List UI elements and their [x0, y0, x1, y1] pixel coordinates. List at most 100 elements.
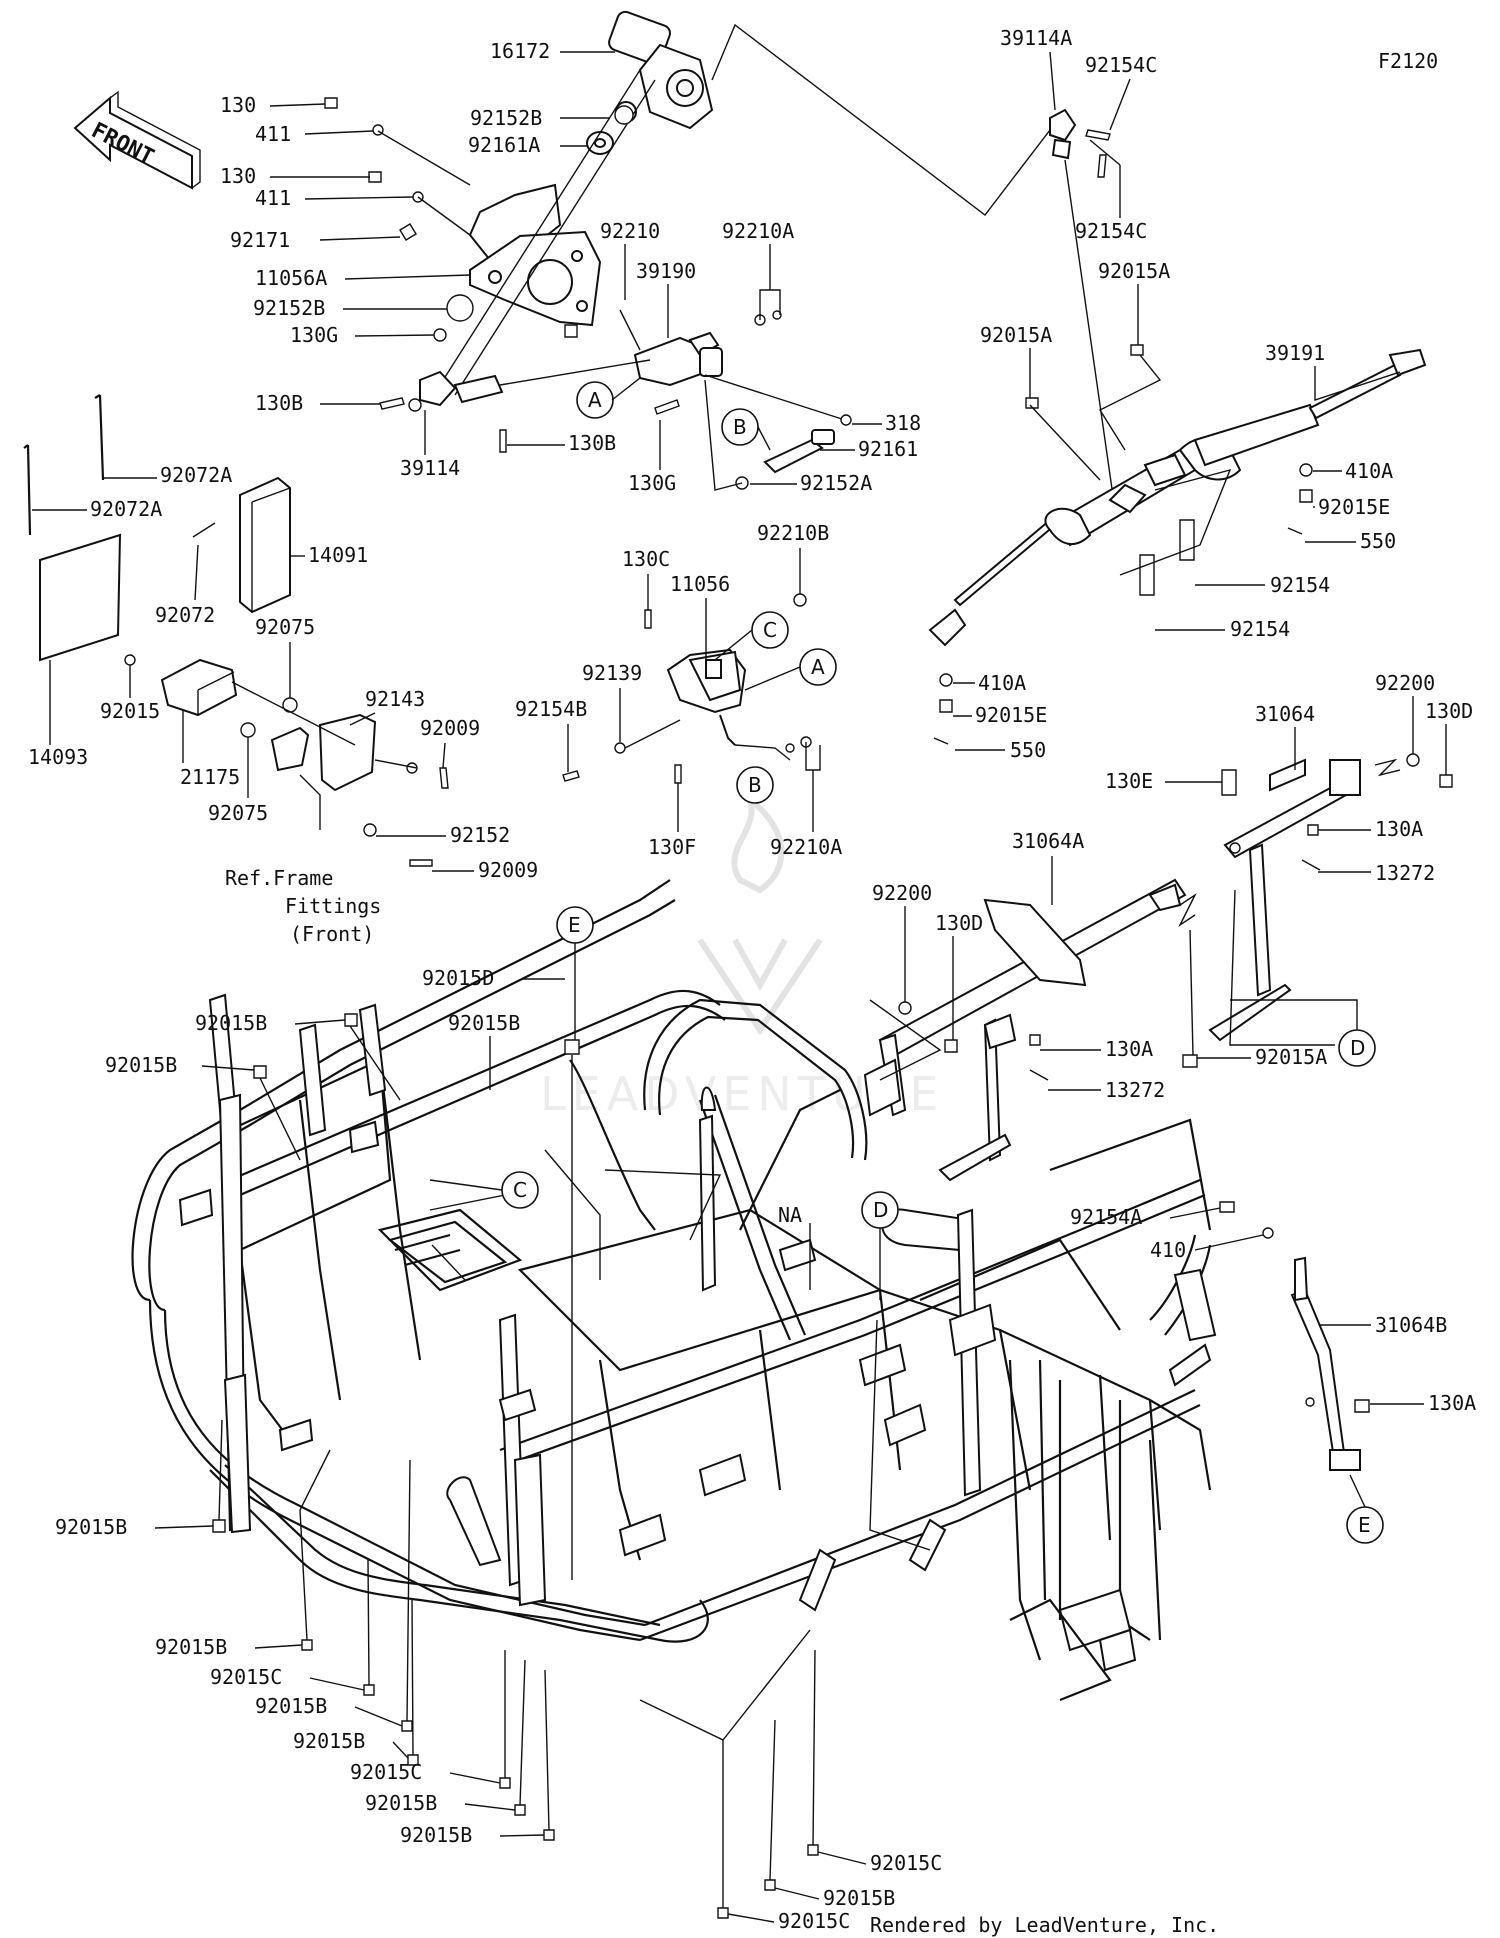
label-92009-b: 92009 [478, 858, 538, 882]
label-92152b-a: 92152B [470, 106, 542, 130]
leader-e2-callout [1349, 1474, 1366, 1508]
steering-motor-assembly [586, 10, 714, 155]
frame-leaders [218, 1025, 931, 1908]
label-92210a-a: 92210A [722, 219, 794, 243]
callout-c-1: C [751, 611, 789, 649]
label-92015c-d: 92015C [778, 1909, 850, 1933]
washer-318 [840, 414, 852, 426]
label-410a-b: 410A [978, 671, 1026, 695]
cross-member-31064 [1208, 758, 1361, 1042]
rack-leader-2 [1098, 354, 1162, 451]
label-92072: 92072 [155, 603, 215, 627]
ref-frame-note: Ref.Frame Fittings (Front) [225, 866, 381, 946]
label-92200-a: 92200 [1375, 671, 1435, 695]
label-410a-a: 410A [1345, 459, 1393, 483]
leader-a-callout [611, 377, 641, 401]
label-39114a: 39114A [1000, 26, 1072, 50]
svg-text:Fittings: Fittings [285, 894, 381, 918]
label-13272-a: 13272 [1375, 861, 1435, 885]
callout-e-1: E [556, 906, 594, 944]
label-92015b-b: 92015B [448, 1011, 520, 1035]
label-130a-c: 130A [1428, 1391, 1476, 1415]
link-92152a [704, 379, 743, 491]
label-130a-a: 130A [1375, 817, 1423, 841]
label-92075-b: 92075 [208, 801, 268, 825]
svg-text:D: D [1350, 1036, 1365, 1060]
steering-rack-assembly [928, 348, 1427, 647]
bracket-31064b [1219, 1201, 1370, 1471]
label-16172: 16172 [490, 39, 550, 63]
label-92015a-c: 92015A [1255, 1045, 1327, 1069]
label-411-a: 411 [255, 122, 291, 146]
leader-92200 [869, 999, 942, 1081]
label-92143: 92143 [365, 687, 425, 711]
leader-d-right [1229, 889, 1335, 1046]
label-92200-b: 92200 [872, 881, 932, 905]
label-39191: 39191 [1265, 341, 1325, 365]
label-92154a: 92154A [1070, 1205, 1142, 1229]
ref-frame-leader [299, 774, 321, 830]
svg-text:D: D [873, 1198, 888, 1222]
label-130g-b: 130G [628, 471, 676, 495]
svg-text:B: B [733, 415, 747, 439]
label-130e: 130E [1105, 769, 1153, 793]
ecu-box-14091 [239, 476, 291, 614]
callout-d-2: D [861, 1191, 899, 1229]
label-130c: 130C [622, 547, 670, 571]
rack-leader-1 [1029, 404, 1101, 481]
label-130g-a: 130G [290, 323, 338, 347]
svg-text:A: A [588, 388, 602, 412]
column-shaft-line [439, 69, 641, 386]
label-92015d: 92015D [422, 966, 494, 990]
svg-text:E: E [1358, 1513, 1371, 1537]
label-92152b-b: 92152B [253, 296, 325, 320]
label-92154-a: 92154 [1270, 573, 1330, 597]
label-92210: 92210 [600, 219, 660, 243]
label-39190: 39190 [636, 259, 696, 283]
svg-text:Ref.Frame: Ref.Frame [225, 866, 333, 890]
label-92015b-h: 92015B [365, 1791, 437, 1815]
callout-b-1: B [721, 408, 759, 446]
label-130b-a: 130B [255, 391, 303, 415]
break-mark-2 [1178, 892, 1197, 928]
label-92171: 92171 [230, 228, 290, 252]
label-130b-b: 130B [568, 431, 616, 455]
label-130-a: 130 [220, 93, 256, 117]
label-92154-b: 92154 [1230, 617, 1290, 641]
steering-joint-39114a [1049, 108, 1111, 178]
label-318: 318 [885, 411, 921, 435]
cover-panel-14093 [39, 533, 122, 662]
label-92161a: 92161A [468, 133, 540, 157]
bolts-column [324, 97, 782, 453]
part-labels: 16172 130 411 92152B 92161A 130 411 9217… [28, 26, 1476, 1933]
main-frame [131, 879, 1217, 1702]
label-92015b-e: 92015B [155, 1635, 227, 1659]
steering-gearbox-39190 [633, 331, 723, 387]
leader-motor-to-39114a [711, 23, 1051, 216]
label-92161: 92161 [858, 437, 918, 461]
label-14091: 14091 [308, 543, 368, 567]
leader-d-callout [1230, 999, 1358, 1030]
label-92154b: 92154B [515, 697, 587, 721]
label-92154c-b: 92154C [1075, 219, 1147, 243]
rack-fasteners [933, 344, 1313, 745]
rack-input-shaft-line [1064, 159, 1116, 511]
label-39114: 39114 [400, 456, 460, 480]
label-92072a-b: 92072A [90, 497, 162, 521]
label-92075-a: 92075 [255, 615, 315, 639]
svg-text:(Front): (Front) [290, 922, 374, 946]
label-92072a-a: 92072A [160, 463, 232, 487]
label-92015c-c: 92015C [870, 1851, 942, 1875]
credit-text: Rendered by LeadVenture, Inc. [870, 1913, 1219, 1937]
label-na: NA [778, 1203, 802, 1227]
callout-b-2: B [736, 766, 774, 804]
label-92015b-j: 92015B [823, 1886, 895, 1910]
callout-a-1: A [576, 381, 614, 419]
label-130d-a: 130D [1425, 699, 1473, 723]
leader-a2-callout [744, 666, 801, 691]
label-92015-ecu: 92015 [100, 699, 160, 723]
svg-text:B: B [748, 773, 762, 797]
leader-b-callout [757, 426, 771, 451]
label-130d-b: 130D [935, 911, 983, 935]
label-130f: 130F [648, 835, 696, 859]
